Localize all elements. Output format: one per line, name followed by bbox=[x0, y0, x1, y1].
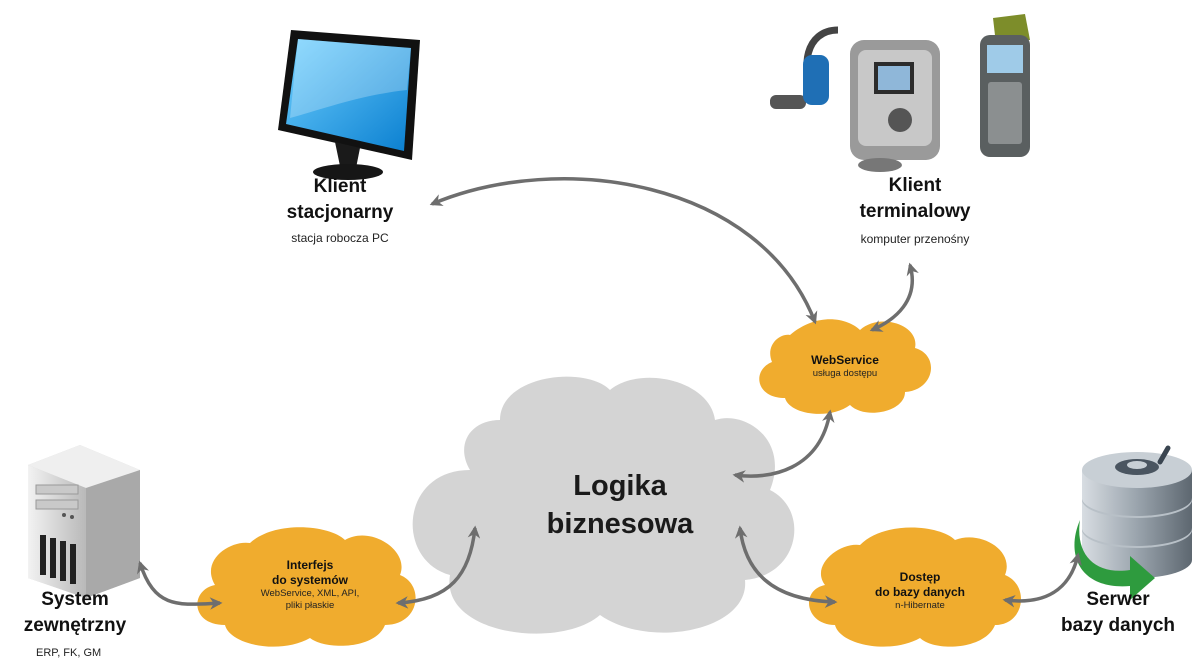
db-access-title-line2: do bazy danych bbox=[874, 585, 966, 599]
pc-client-subtitle: stacja robocza PC bbox=[291, 231, 389, 245]
pc-client-title-line2: stacjonarny bbox=[286, 202, 394, 223]
business-logic-label: Logika biznesowa bbox=[520, 467, 720, 543]
server-tower-icon bbox=[28, 445, 140, 598]
interface-subtitle-line1: WebService, XML, API, bbox=[260, 588, 360, 599]
terminal-client-subtitle: komputer przenośny bbox=[860, 232, 970, 246]
terminal-client-label: Klient terminalowy komputer przenośny bbox=[825, 173, 1005, 246]
arrow-dbaccess-dbserver bbox=[1002, 552, 1082, 608]
interface-subtitle-line2: pliki płaskie bbox=[285, 600, 335, 611]
database-icon bbox=[1082, 445, 1192, 578]
handheld-scanner-icon bbox=[980, 14, 1030, 157]
arrow-interface-logic bbox=[395, 525, 481, 609]
connectors bbox=[137, 177, 1082, 610]
business-logic-line1: Logika bbox=[573, 470, 667, 502]
db-access-label: Dostęp do bazy danych n-Hibernate bbox=[840, 570, 1000, 612]
arrow-server-interface bbox=[137, 560, 223, 610]
db-server-title-line2: bazy danych bbox=[1060, 615, 1176, 636]
arrow-webservice-logic bbox=[732, 409, 835, 483]
green-arrow-icon bbox=[1074, 520, 1155, 600]
arrow-terminal-webservice bbox=[869, 262, 919, 332]
db-access-subtitle: n-Hibernate bbox=[895, 600, 945, 611]
interface-title-line2: do systemów bbox=[271, 573, 349, 587]
webservice-title: WebService bbox=[811, 353, 879, 367]
webservice-subtitle: usługa dostępu bbox=[812, 368, 878, 379]
terminal-client-title-line2: terminalowy bbox=[859, 201, 971, 222]
pc-client-title-line1: Klient bbox=[313, 176, 367, 197]
interface-cloud bbox=[197, 527, 416, 647]
db-server-title-line1: Serwer bbox=[1086, 589, 1150, 610]
db-server-label: Serwer bazy danych bbox=[1040, 587, 1196, 639]
terminal-client-title-line1: Klient bbox=[888, 175, 942, 196]
external-system-label: System zewnętrzny ERP, FK, GM bbox=[0, 587, 150, 659]
external-system-subtitle: ERP, FK, GM bbox=[36, 647, 102, 659]
pc-client-label: Klient stacjonarny stacja robocza PC bbox=[250, 174, 430, 245]
business-logic-line2: biznesowa bbox=[546, 508, 694, 540]
interface-label: Interfejs do systemów WebService, XML, A… bbox=[225, 558, 395, 612]
wearable-terminal-icon bbox=[770, 26, 940, 172]
arrow-pc-webservice bbox=[429, 177, 818, 325]
interface-title-line1: Interfejs bbox=[286, 558, 334, 572]
db-access-cloud bbox=[808, 527, 1022, 647]
arrow-logic-dbaccess bbox=[734, 525, 838, 608]
db-access-title-line1: Dostęp bbox=[899, 570, 941, 584]
monitor-icon bbox=[278, 30, 420, 180]
external-system-title-line2: zewnętrzny bbox=[23, 615, 127, 636]
external-system-title-line1: System bbox=[41, 589, 109, 610]
webservice-cloud bbox=[759, 319, 932, 414]
webservice-label: WebService usługa dostępu bbox=[775, 353, 915, 380]
business-logic-cloud bbox=[412, 376, 795, 634]
